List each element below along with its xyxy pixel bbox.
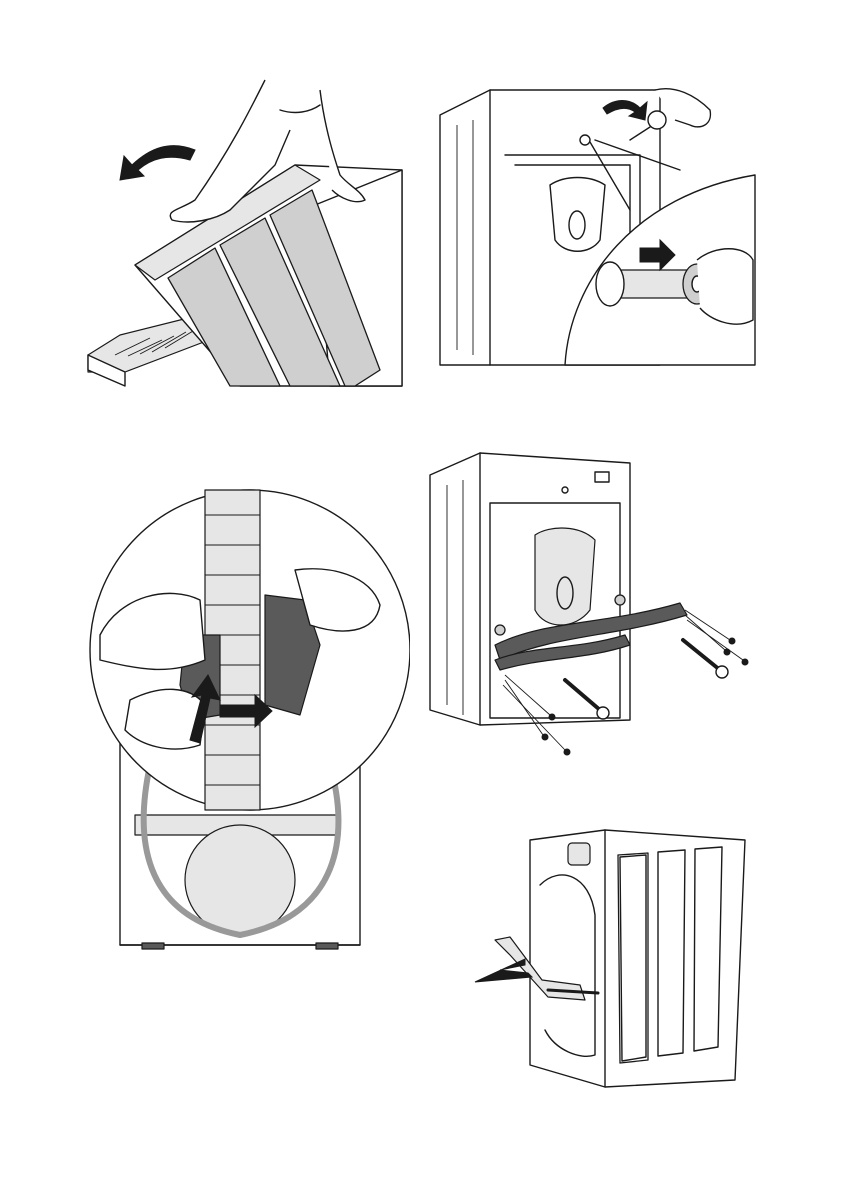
illustration-remove-packaging-base	[80, 70, 410, 390]
illustration-remove-transit-bolt	[435, 80, 765, 380]
machine-side-view	[530, 830, 745, 1087]
machine-rear	[430, 453, 630, 725]
illustration-fit-transit-bracket	[425, 445, 765, 775]
drain-hose-clip-zoom	[90, 490, 410, 810]
tilt-direction-arrow	[120, 146, 195, 180]
illustration-unclip-drain-hose	[80, 485, 410, 955]
illustration-pull-out-bracket	[470, 825, 760, 1095]
